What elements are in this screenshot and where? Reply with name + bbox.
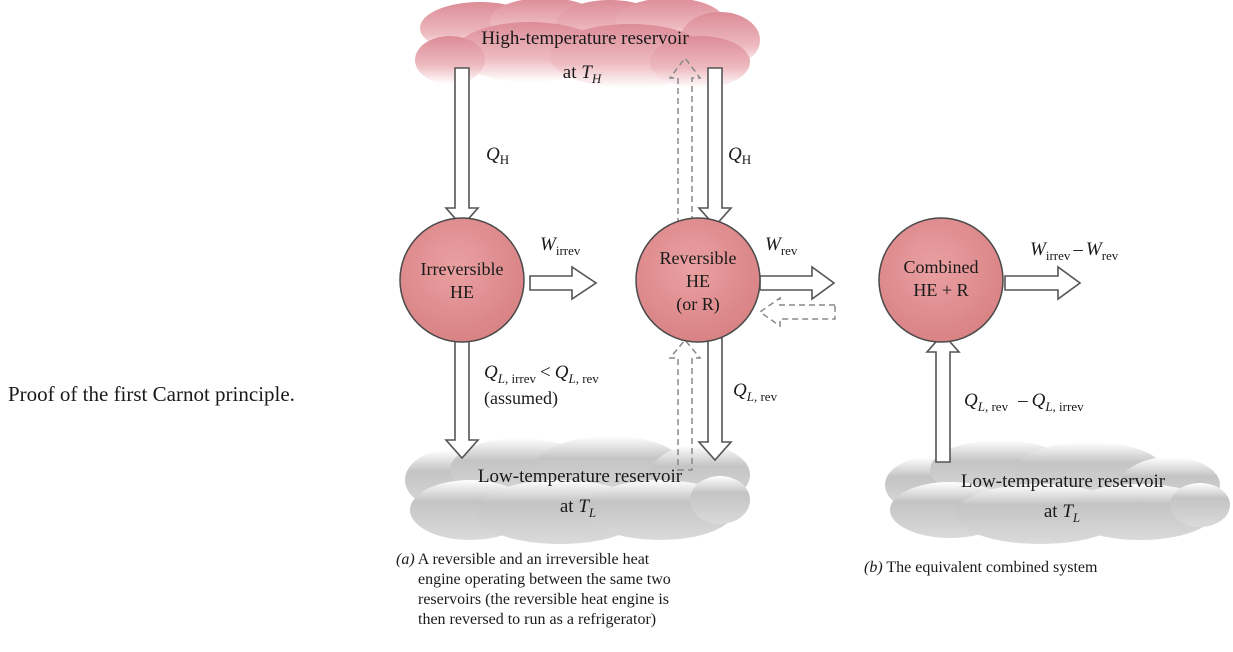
combined-engine-line2: HE + R xyxy=(913,280,968,300)
irreversible-engine: Irreversible HE xyxy=(399,217,525,343)
w-irrev-arrow xyxy=(529,265,598,301)
rev-engine-line2: HE xyxy=(686,271,710,291)
irrev-engine-line2: HE xyxy=(450,282,474,302)
caption-a-line2: engine operating between the same two xyxy=(418,571,671,588)
rev-engine-line3: (or R) xyxy=(676,294,720,315)
w-net-label: Wirrev–Wrev xyxy=(1030,239,1119,263)
low-temperature-reservoir-a: Low-temperature reservoir at TL xyxy=(405,436,750,544)
combined-engine: Combined HE + R xyxy=(878,217,1004,343)
w-irrev-label: Wirrev xyxy=(540,234,581,258)
assumed-note: (assumed) xyxy=(484,388,558,409)
w-rev-arrow xyxy=(759,265,836,301)
figure-side-caption: Proof of the first Carnot principle. xyxy=(8,382,295,406)
ql-net-label: QL, rev–QL, irrev xyxy=(964,390,1084,414)
low-reservoir-b-temperature: at TL xyxy=(1044,501,1080,525)
irrev-engine-line1: Irreversible xyxy=(421,259,504,279)
qh-left-arrow xyxy=(444,67,480,228)
high-reservoir-title: High-temperature reservoir xyxy=(481,28,689,49)
caption-a-line1: A reversible and an irreversible heat xyxy=(417,551,650,568)
combined-engine-line1: Combined xyxy=(904,257,979,277)
reversible-engine: Reversible HE (or R) xyxy=(635,217,761,343)
dashed-ql-reverse-arrow xyxy=(668,338,702,471)
caption-a-line3: reservoirs (the reversible heat engine i… xyxy=(418,591,670,608)
qh-right-arrow xyxy=(697,67,733,228)
dashed-qh-reverse-arrow xyxy=(668,56,702,270)
caption-b-tag: (b) xyxy=(864,559,883,576)
qh-left-label: QH xyxy=(486,144,509,167)
ql-rev-arrow xyxy=(697,337,733,462)
ql-irrev-comparison-label: QL, irrev<QL, rev xyxy=(484,362,599,386)
ql-irrev-arrow xyxy=(444,339,480,460)
w-rev-label: Wrev xyxy=(765,234,798,258)
dashed-w-reverse-arrow xyxy=(758,296,836,328)
caption-b-text: The equivalent combined system xyxy=(886,559,1098,576)
rev-engine-line1: Reversible xyxy=(660,248,737,268)
low-temperature-reservoir-b: Low-temperature reservoir at TL xyxy=(885,440,1230,544)
caption-a-line4: then reversed to run as a refrigerator) xyxy=(418,611,657,628)
w-net-arrow xyxy=(1004,265,1082,301)
low-reservoir-a-title: Low-temperature reservoir xyxy=(478,466,683,487)
low-reservoir-b-title: Low-temperature reservoir xyxy=(961,471,1166,492)
caption-a-tag: (a) xyxy=(396,551,415,568)
qh-right-label: QH xyxy=(728,144,751,167)
high-reservoir-temperature: at TH xyxy=(563,62,602,86)
low-reservoir-a-temperature: at TL xyxy=(560,496,596,520)
ql-rev-label: QL, rev xyxy=(733,380,778,404)
caption-b: (b) The equivalent combined system xyxy=(864,558,1097,578)
caption-a: (a) A reversible and an irreversible hea… xyxy=(396,550,816,630)
high-temperature-reservoir: High-temperature reservoir at TH xyxy=(415,0,760,88)
ql-net-arrow xyxy=(925,332,961,463)
